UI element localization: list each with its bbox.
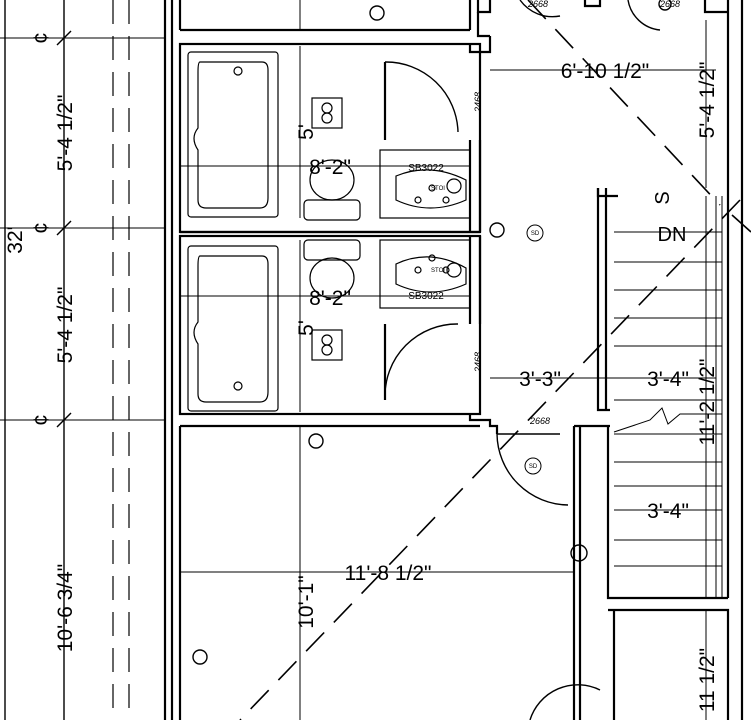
door-tag: 2668: [529, 416, 550, 426]
faucet-label: STOI: [431, 268, 445, 274]
door-tag: 2668: [659, 0, 680, 9]
left-dimension-lines: [0, 0, 165, 720]
tp-holder-upper: [311, 97, 343, 129]
vanity-upper: [379, 149, 471, 219]
door-tag: 2668: [527, 0, 548, 9]
bathtub-upper: [187, 51, 279, 218]
room-dimension-lines: [180, 0, 722, 720]
dim-stair-width-upper: 3'-4": [647, 368, 689, 391]
door-tag: 2468: [473, 92, 483, 113]
dim-bath-upper-depth: 5': [295, 124, 318, 140]
centerline-marker-3: ¢: [30, 414, 53, 426]
section-lines: [239, 0, 751, 720]
sink-label: SB3022: [408, 163, 444, 174]
tp-holder-lower: [311, 329, 343, 361]
toilet-lower: [303, 239, 361, 299]
dim-hall-right-height: 5'-4 1/2": [696, 62, 719, 139]
centerline-marker-1: ¢: [30, 32, 53, 44]
vanity-lower: [379, 239, 471, 309]
dim-total-height: 32': [4, 226, 27, 253]
stair-treads: [613, 196, 723, 598]
stair-tag: S: [652, 191, 674, 204]
centerline-marker-2: ¢: [30, 222, 53, 234]
dim-bath-upper-width: 8'-2": [309, 156, 351, 179]
dim-hall-width: 6'-10 1/2": [561, 60, 650, 83]
dim-landing-width: 3'-3": [519, 368, 561, 391]
dim-bath-upper-height: 5'-4 1/2": [54, 95, 77, 172]
dim-stair-width-lower: 3'-4": [647, 500, 689, 523]
smoke-detector-label: SD: [529, 464, 538, 470]
door-swings: [384, 0, 661, 720]
dim-bath-lower-height: 5'-4 1/2": [54, 287, 77, 364]
walls: [163, 0, 744, 720]
dim-bedroom-height: 10'-6 3/4": [54, 564, 77, 653]
stair-direction: DN: [658, 224, 687, 246]
smoke-detector-2: SD: [524, 457, 542, 475]
dim-bath-lower-width: 8'-2": [309, 287, 351, 310]
smoke-detector-label: SD: [531, 231, 540, 237]
dim-bath-lower-depth: 5': [295, 320, 318, 336]
dim-right-room-height: 11 1/2": [696, 648, 719, 712]
dim-bedroom-width: 11'-8 1/2": [345, 562, 432, 585]
toilet-upper: [303, 159, 361, 221]
sink-label: SB3022: [408, 291, 444, 302]
faucet-label: STOI: [431, 186, 445, 192]
wall-fixtures: [192, 0, 672, 665]
dim-stair-run: 11'-2 1/2": [696, 359, 719, 446]
door-tag: 2468: [473, 352, 483, 373]
bathtub-lower: [187, 245, 279, 412]
dim-bedroom-depth: 10'-1": [295, 575, 318, 629]
smoke-detector-1: SD: [526, 224, 544, 242]
